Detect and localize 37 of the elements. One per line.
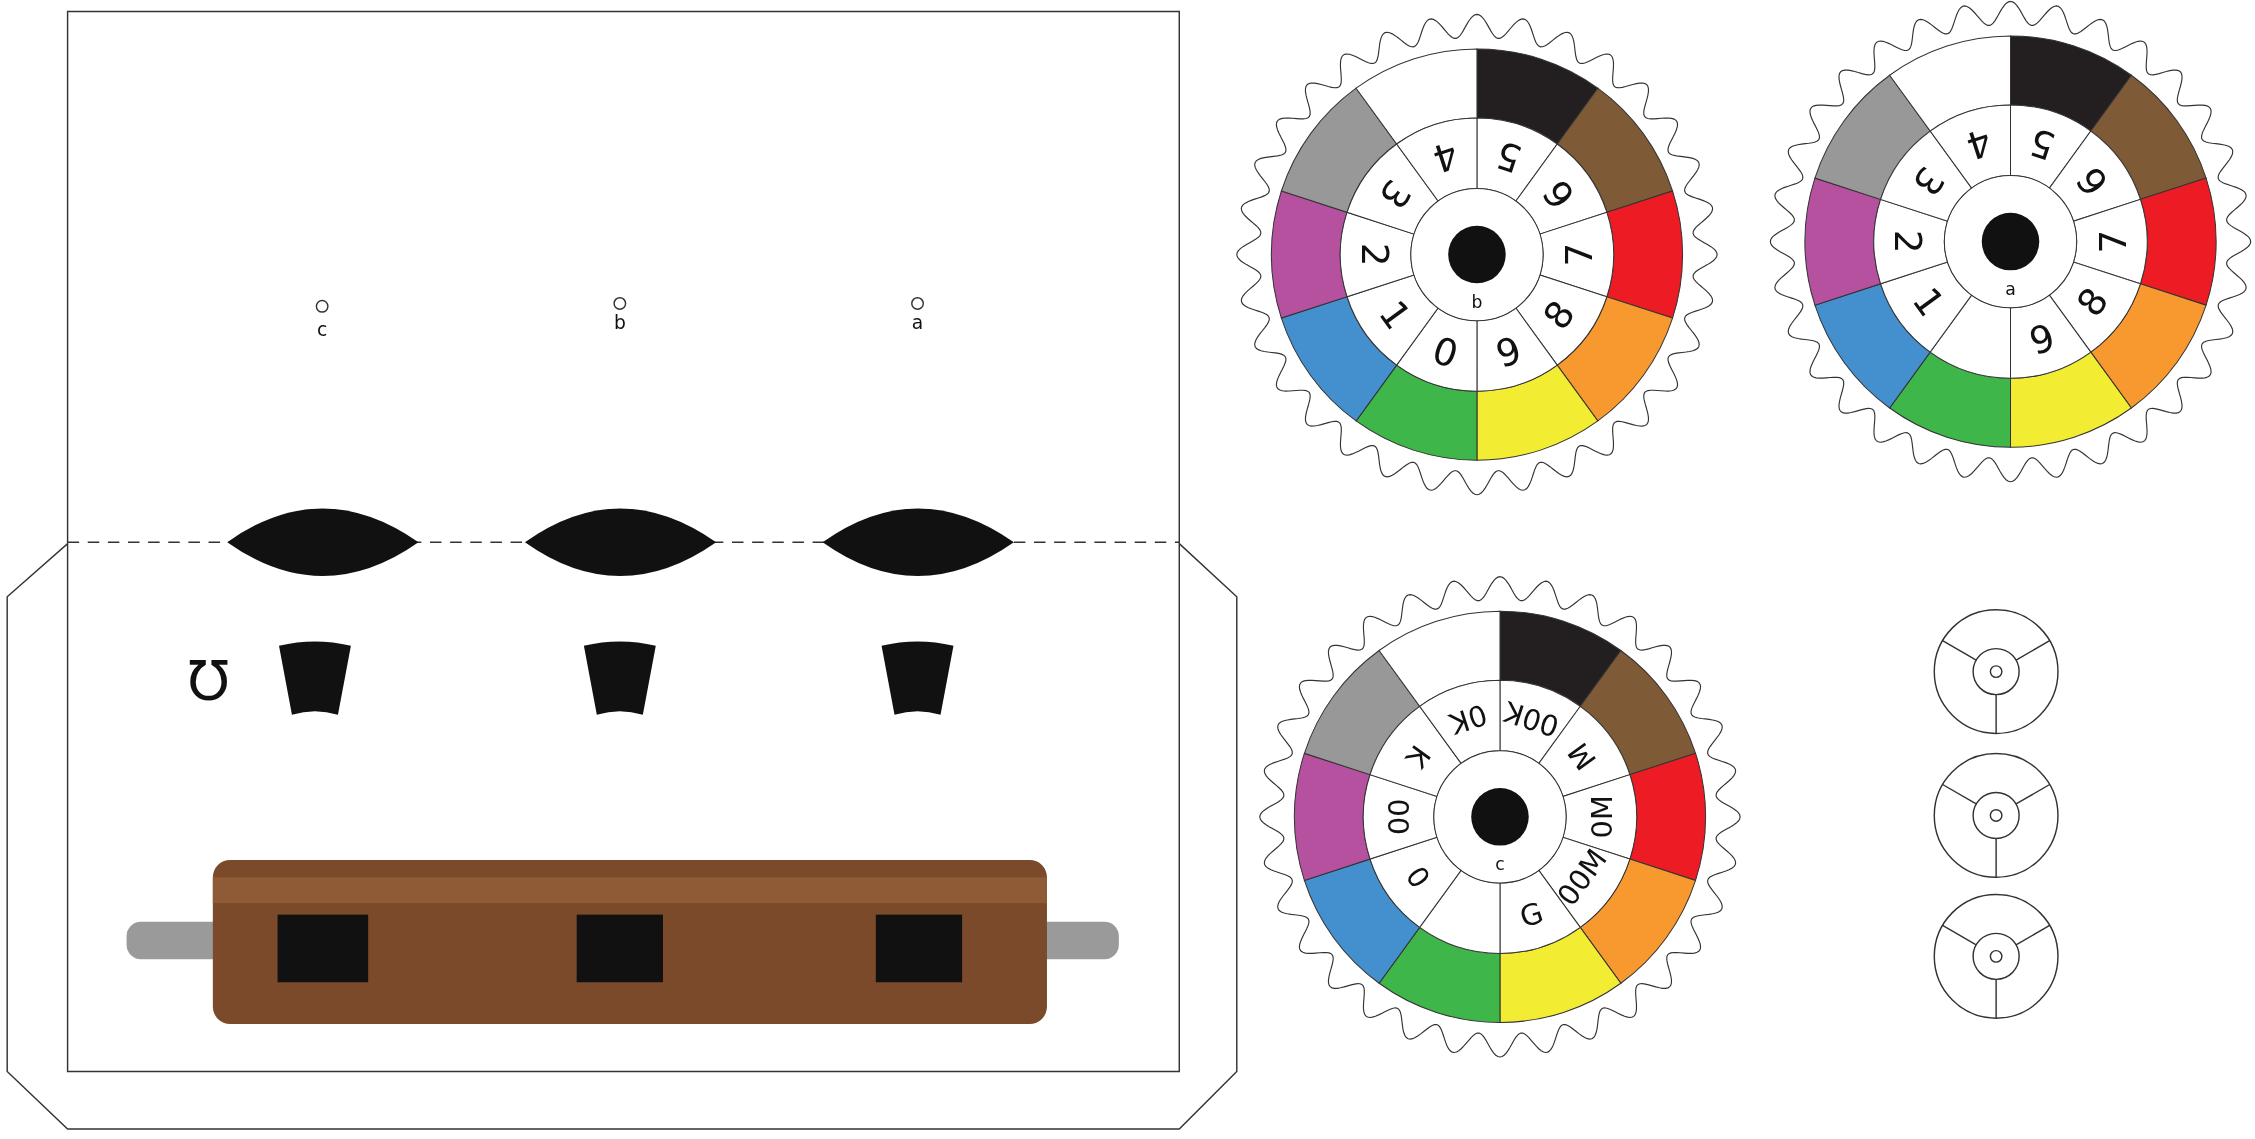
wheel-value-label: M (1563, 738, 1602, 776)
wheel-value-label: 4 (1428, 135, 1463, 179)
wheel-value-label: 8 (2071, 281, 2116, 323)
wheel-value-label: 8 (1537, 293, 1582, 336)
wheel-value-label: 3 (1905, 160, 1950, 203)
wheel-value-label: 2 (1889, 229, 1928, 254)
wheel-value-label: 5 (2024, 123, 2060, 166)
wheel-value-label: 00K (1500, 697, 1563, 742)
wheel-value-label: 00 (1383, 798, 1413, 836)
small-wheel-drawing (1932, 893, 2060, 1020)
wheel-value-label: 2 (1356, 242, 1394, 267)
small-wheel-drawing (1932, 608, 2060, 735)
ohm-symbol: Ω (187, 651, 230, 707)
wheel-value-label: 0K (1446, 700, 1491, 740)
wheel-value-label: 6 (1537, 173, 1582, 216)
wheel-value-label: 6 (2071, 160, 2116, 203)
small-wheel-drawing (1932, 752, 2060, 879)
wheel-value-label: 4 (1961, 123, 1997, 166)
wheel-value-label: 9 (1491, 330, 1526, 374)
wheel-letter: b (1471, 293, 1483, 311)
hole-letter: b (613, 312, 626, 332)
wheel-value-label: 1 (1372, 293, 1417, 336)
wheel-letter: a (2005, 280, 2016, 298)
wheel-value-label: 0 (1400, 861, 1435, 893)
hole-letter: c (317, 320, 328, 339)
wheel-value-label: 5 (1491, 135, 1526, 179)
wheel-value-label: 0 (1428, 330, 1463, 374)
wheel-letter: c (1495, 855, 1505, 873)
wheel-value-label: 9 (2024, 317, 2060, 361)
wheel-value-label: 1 (1905, 281, 1950, 323)
wheel-value-label: K (1400, 740, 1435, 773)
wheel-value-label: G (1516, 896, 1547, 932)
wheel-value-label: 7 (2093, 229, 2132, 254)
wheel-value-label: 0M (1587, 795, 1617, 839)
wheel-value-label: 7 (1560, 242, 1598, 267)
hole-letter: a (911, 312, 924, 332)
wheel-value-label: 3 (1372, 173, 1417, 216)
